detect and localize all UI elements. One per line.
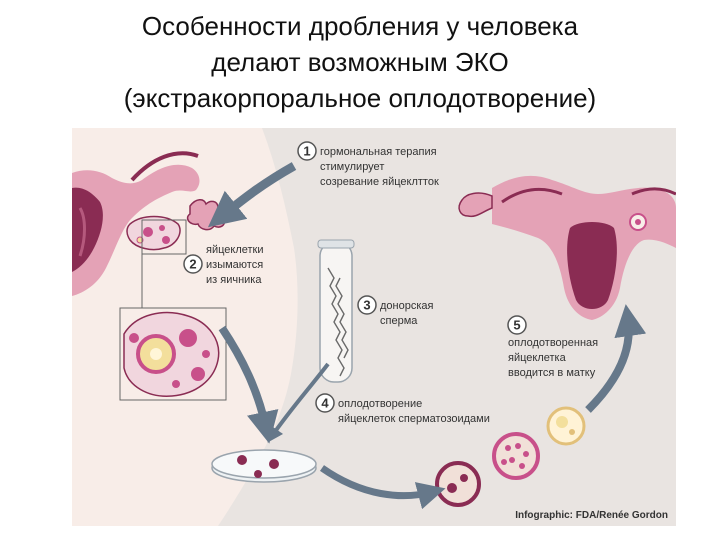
- ivf-infographic: 1 гормональная терапия стимулирует созре…: [72, 128, 676, 526]
- step-3-line-2: сперма: [380, 315, 418, 327]
- step-5-number: 5: [513, 318, 520, 333]
- step-2-number: 2: [189, 257, 196, 272]
- embryo-stage-morula: [494, 434, 538, 478]
- step-2-line-1: яйцеклетки: [206, 244, 264, 256]
- petri-dish: [212, 450, 316, 482]
- step-5-line-3: вводится в матку: [508, 367, 596, 379]
- title-line-1: Особенности дробления у человека: [0, 8, 720, 44]
- step-4-line-1: оплодотворение: [338, 398, 422, 410]
- step-1-line-2: стимулирует: [320, 161, 384, 173]
- step-1-line-3: созревание яйцеклтток: [320, 176, 439, 188]
- test-tube: [318, 240, 354, 382]
- step-4-line-2: яйцеклеток сперматозоидами: [338, 413, 490, 425]
- ovary-magnified: [120, 308, 226, 400]
- title-line-2: делают возможным ЭКО: [0, 44, 720, 80]
- slide-title: Особенности дробления у человека делают …: [0, 8, 720, 116]
- credit-text: Infographic: FDA/Renée Gordon: [515, 510, 668, 521]
- step-3-number: 3: [363, 298, 370, 313]
- step-1-number: 1: [303, 144, 310, 159]
- step-1-line-1: гормональная терапия: [320, 146, 437, 158]
- step-2-line-2: изымаются: [206, 259, 263, 271]
- step-3-line-1: донорская: [380, 300, 434, 312]
- ovary-small: [127, 217, 180, 250]
- embryo-stage-blastocyst: [548, 408, 584, 444]
- step-4-number: 4: [321, 396, 329, 411]
- step-2-line-3: из яичника: [206, 274, 262, 286]
- step-5-line-1: оплодотворенная: [508, 337, 598, 349]
- svg-text:яйцеклетки изымаются: яйцеклетки изымаются из яичника: [206, 244, 267, 286]
- title-line-3: (экстракорпоральное оплодотворение): [0, 80, 720, 116]
- step-5-line-2: яйцеклетка: [508, 352, 567, 364]
- embryo-stage-zygote: [437, 463, 479, 505]
